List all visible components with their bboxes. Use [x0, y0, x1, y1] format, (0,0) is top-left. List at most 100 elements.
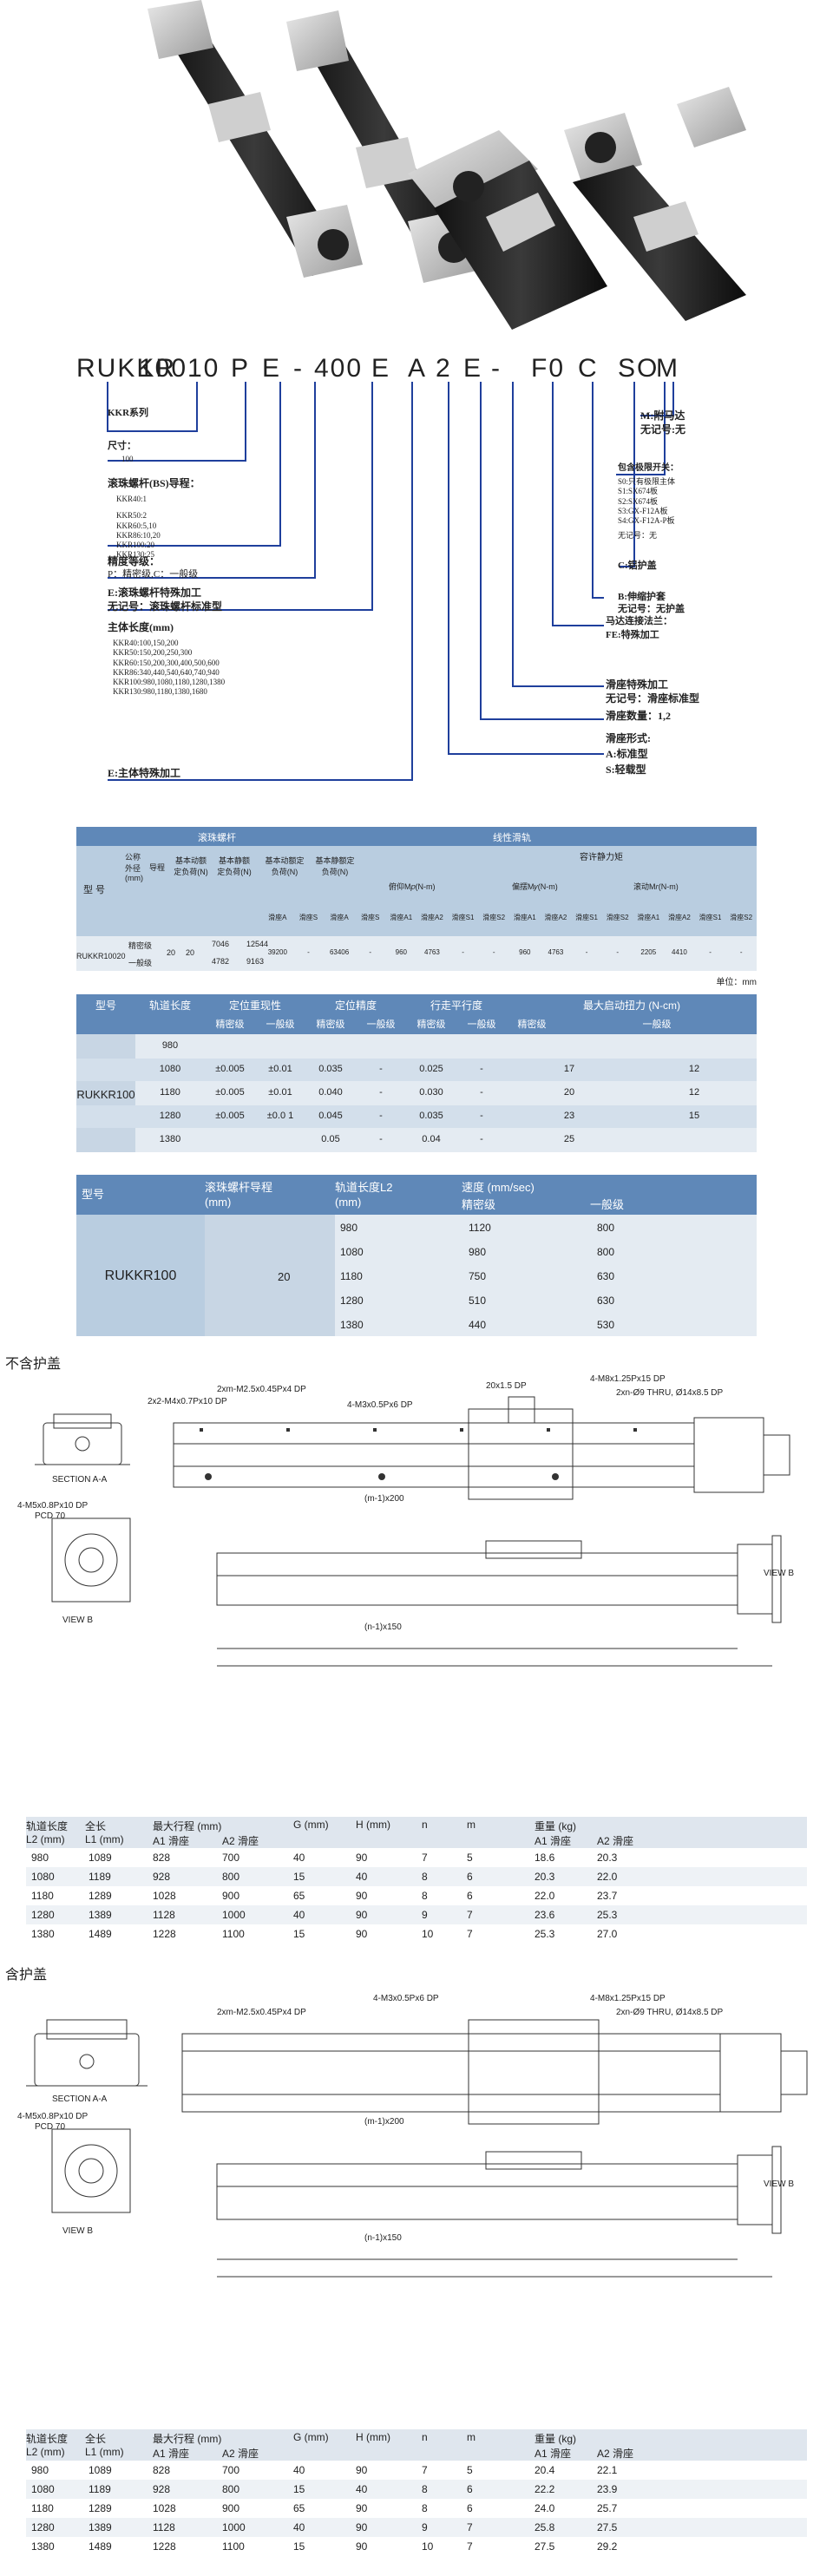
t5-head-sub-1: L1 (mm) — [85, 2446, 124, 2458]
d2-l6: 2xn-Ø9 THRU, Ø14x8.5 DP — [616, 2008, 724, 2017]
t1-od: 20 — [167, 948, 176, 957]
dim-cell: 9 — [422, 2521, 428, 2533]
t2-sub-2: 精密级 — [316, 1019, 345, 1030]
dim-cell: 15 — [293, 2483, 305, 2495]
dim-cell: 25.8 — [535, 2521, 555, 2533]
t2-cell: - — [379, 1111, 383, 1121]
t3-cell: 1380 — [340, 1319, 364, 1331]
t2-cell: 15 — [688, 1111, 700, 1121]
t1-lr-4: 960 — [395, 948, 407, 956]
dim-cell: 29.2 — [597, 2540, 618, 2553]
t1-dyn-p: 7046 — [212, 940, 230, 948]
t1-lr-10: - — [585, 948, 588, 956]
t1-slider-col-2: 滑座A — [330, 914, 349, 921]
d1-section: SECTION A-A — [52, 1475, 108, 1485]
t2-h-1: 轨道长度 — [148, 1000, 191, 1012]
t1-grade-g: 一般级 — [128, 959, 153, 967]
dim-cell: 65 — [293, 1890, 305, 1902]
t4-head-sub-4: A1 滑座 — [535, 1835, 572, 1847]
dim-cell: 8 — [422, 1890, 428, 1902]
t1-lr-3: - — [369, 948, 372, 956]
t2-sub-7: 一般级 — [642, 1019, 672, 1030]
dim-cell: 1289 — [89, 2502, 112, 2514]
t3-cell: 1080 — [340, 1246, 364, 1258]
t1-grade-p: 精密级 — [128, 941, 153, 950]
t1-allow: 容许静力矩 — [580, 853, 623, 862]
t2-cell: ±0.005 — [215, 1064, 245, 1074]
t3-model: RUKKR100 — [104, 1268, 177, 1283]
d1-pcd: PCD 70 — [35, 1511, 66, 1521]
ann-slider-a: A:标准型 — [606, 748, 648, 760]
t1-lr-0: 39200 — [267, 948, 287, 956]
t2-cell: ±0.01 — [268, 1064, 292, 1074]
t2-cell: 0.04 — [422, 1134, 441, 1144]
t1-lr-9: 4763 — [548, 948, 564, 956]
t1-col-my: 偏摆M𝑦(N-m) — [512, 882, 558, 891]
dim-cell: 1180 — [31, 2502, 54, 2514]
product-hero-image — [148, 0, 746, 330]
t3-cell: 980 — [340, 1222, 358, 1234]
dim-cell: 40 — [293, 1852, 305, 1864]
dim-cell: 800 — [222, 1871, 240, 1883]
ann-precision: 精度等级： — [108, 555, 161, 567]
d1-l6: 2xn-Ø9 THRU, Ø14x8.5 DP — [616, 1388, 724, 1398]
ann-motor: M:附马达 — [640, 410, 685, 422]
t5-head-7: 重量 (kg) — [535, 2433, 577, 2445]
dim-cell: 6 — [467, 2502, 473, 2514]
d1-l3: 4-M3x0.5Px6 DP — [347, 1400, 413, 1410]
t1-slider-col-5: 滑座A2 — [421, 914, 443, 921]
t1-col-lead: 导程 — [149, 863, 166, 872]
t1-lr-1: - — [307, 948, 310, 956]
t2-cell: - — [480, 1111, 483, 1121]
t1-dyn-g: 4782 — [212, 957, 230, 966]
t5-head-1: 全长 — [85, 2433, 107, 2445]
dim-cell: 25.7 — [597, 2502, 618, 2514]
t5-head-sub-4: A1 滑座 — [535, 2448, 572, 2460]
code-seg-4: E — [262, 354, 282, 383]
dim-cell: 1128 — [153, 2521, 175, 2533]
t3-cell: 630 — [597, 1295, 615, 1307]
d2-viewb-arrow: VIEW B — [764, 2179, 795, 2189]
dim-cell: 1089 — [89, 2464, 112, 2476]
t4-head-sub-0: L2 (mm) — [26, 1833, 65, 1845]
dim-cell: 8 — [422, 1871, 428, 1883]
d2-n150: (n-1)x150 — [364, 2233, 402, 2243]
t2-sub-6: 精密级 — [517, 1019, 547, 1030]
t2-h-3: 定位精度 — [334, 1000, 377, 1012]
dim-cell: 1080 — [31, 2483, 55, 2495]
t2-cell: 12 — [688, 1087, 700, 1098]
ann-size: 尺寸： — [108, 441, 136, 451]
code-seg-6: 400 — [314, 354, 364, 383]
dim-cell: 15 — [293, 2540, 305, 2553]
t2-cell: - — [480, 1134, 483, 1144]
spec-table-1: 滚珠螺杆 线性滑轨 容许静力矩 型 号 公称外径(mm) 导程 基本动额定负荷(… — [76, 827, 757, 987]
code-seg-15: M — [656, 354, 679, 383]
t2-cell: 1080 — [159, 1064, 181, 1074]
dim-cell: 1280 — [31, 2521, 55, 2533]
t1-lr-12: 2205 — [640, 948, 657, 956]
t3-cell: 1180 — [340, 1270, 363, 1282]
t3-cell: 530 — [597, 1319, 615, 1331]
actuator-render-4 — [564, 87, 746, 321]
dim-cell: 1189 — [89, 2483, 111, 2495]
dim-cell: 7 — [422, 1852, 428, 1864]
d2-pcd: PCD 70 — [35, 2122, 66, 2132]
d1-l7: 4-M5x0.8Px10 DP — [17, 1501, 89, 1511]
code-seg-11: - — [491, 354, 502, 383]
t3-h-len: 轨道长度L2 — [335, 1181, 393, 1194]
t3-cell: 1120 — [469, 1222, 491, 1234]
code-seg-10: E — [463, 354, 483, 383]
t3-cell: 750 — [469, 1270, 487, 1282]
t4-head-sub-1: L1 (mm) — [85, 1833, 124, 1845]
dim-cell: 40 — [293, 2521, 305, 2533]
t2-sub-0: 精密级 — [215, 1019, 245, 1030]
t1-unit: 单位：mm — [716, 978, 757, 987]
t2-cell: 0.025 — [419, 1064, 443, 1074]
dim-cell: 928 — [153, 1871, 171, 1883]
code-seg-5: - — [293, 354, 304, 383]
ann-switch-none: 无记号：无 — [618, 531, 658, 540]
ann-ballscrew: E:滚珠螺杆特殊加工 — [108, 587, 202, 599]
